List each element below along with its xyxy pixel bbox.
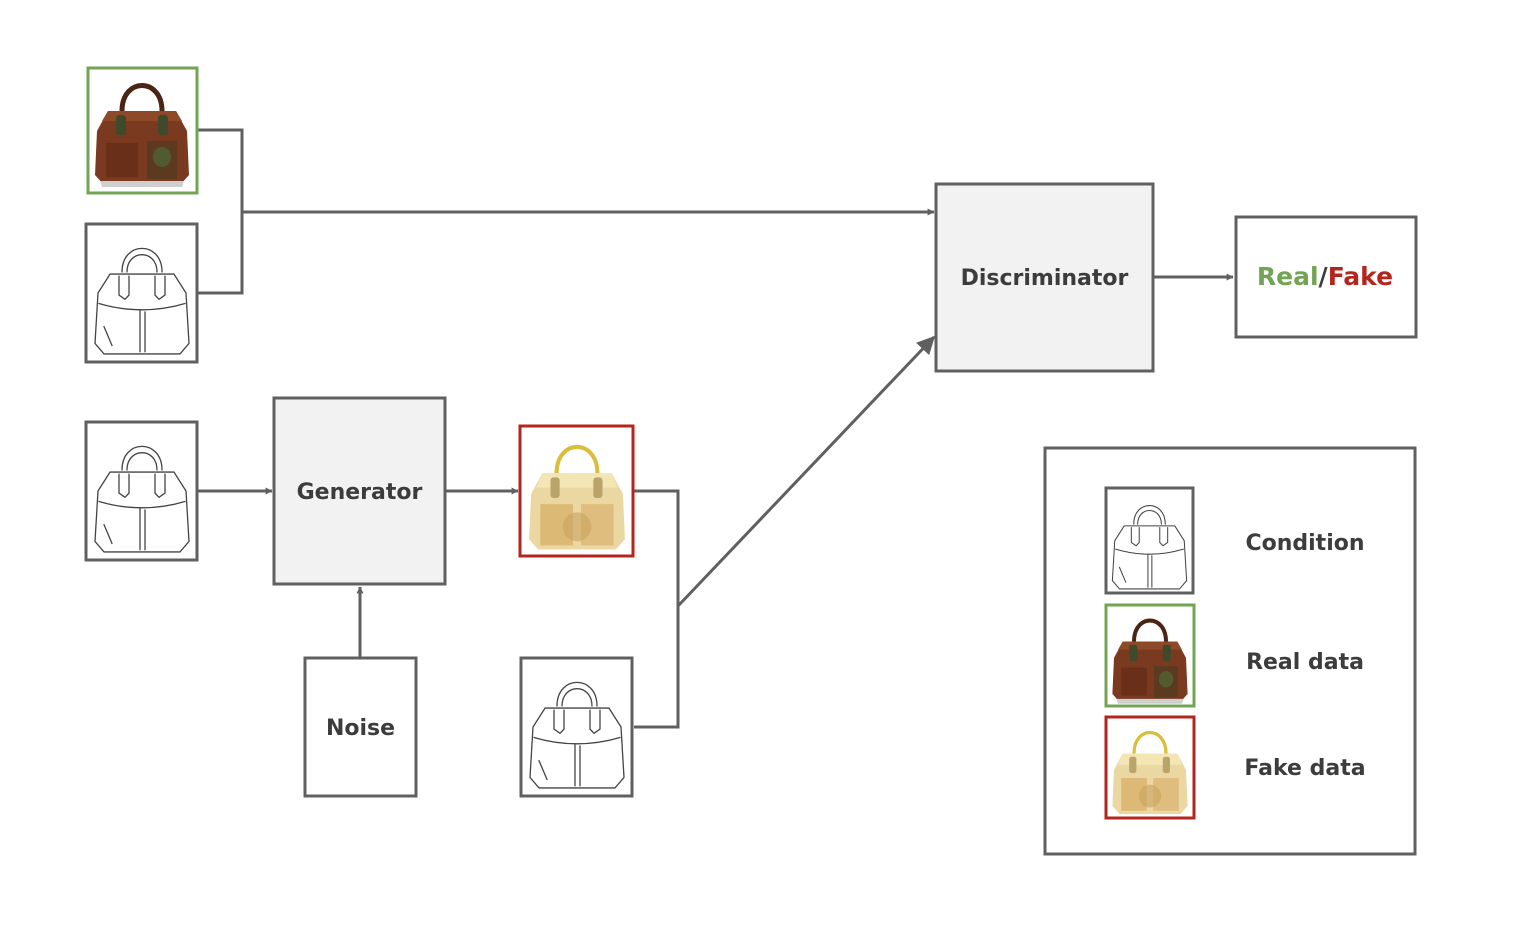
legend-fake-label: Fake data (1244, 756, 1365, 781)
condition-sketch-top (84, 222, 199, 364)
discriminator-block: Discriminator (934, 182, 1155, 373)
legend: Condition Real data Fake data (1043, 446, 1417, 856)
discriminator-label: Discriminator (961, 266, 1129, 291)
legend-condition-swatch (1104, 486, 1195, 595)
legend-real-swatch (1104, 603, 1196, 708)
generator-label: Generator (297, 480, 423, 505)
connectors (198, 128, 1234, 729)
generator-block: Generator (272, 396, 447, 586)
noise-label: Noise (326, 716, 395, 741)
condition-sketch-generator-input (84, 420, 199, 562)
output-separator: / (1319, 262, 1329, 291)
fake-pair-connector (634, 489, 680, 729)
noise-block: Noise (303, 656, 418, 798)
legend-condition-label: Condition (1245, 531, 1364, 556)
output-real-text: Real (1257, 262, 1319, 291)
output-block: Real/Fake (1234, 215, 1418, 339)
real-pair-connector (198, 128, 244, 295)
real-image-thumbnail (86, 66, 199, 195)
fake-image-thumbnail (518, 424, 635, 558)
condition-sketch-fake-pair (519, 656, 634, 798)
output-fake-text: Fake (1328, 262, 1393, 291)
legend-real-label: Real data (1246, 650, 1364, 675)
output-label: Real/Fake (1257, 262, 1393, 291)
legend-fake-swatch (1104, 715, 1196, 820)
fake-pair-to-discriminator-arrow (676, 335, 936, 608)
